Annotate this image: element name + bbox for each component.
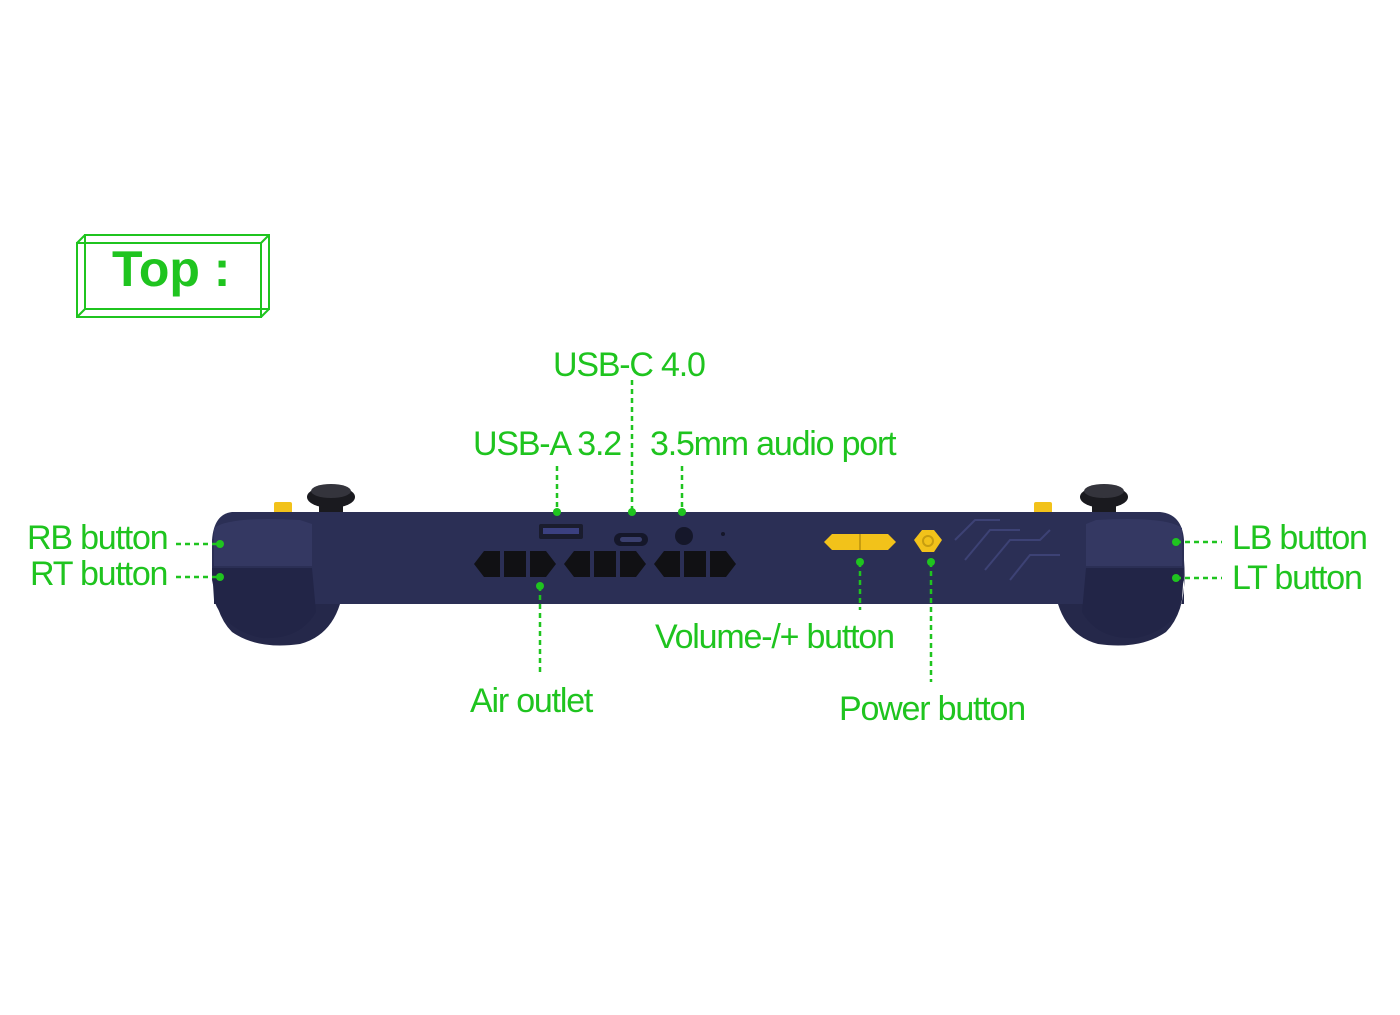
power-button-shape (914, 530, 942, 552)
lb-button-shape (1086, 519, 1182, 566)
volume-button-label: Volume-/+ button (655, 618, 895, 656)
lt-button-shape (1082, 568, 1184, 639)
lt-button-label: LT button (1232, 559, 1363, 597)
air-outlet-label: Air outlet (470, 682, 593, 720)
air-outlet-vents (474, 551, 736, 577)
usb-a-label: USB-A 3.2 (473, 425, 622, 463)
rt-button-label: RT button (30, 555, 168, 593)
rb-button-shape (214, 519, 312, 566)
lb-button-label: LB button (1232, 519, 1368, 557)
audio-port-label: 3.5mm audio port (650, 425, 897, 463)
console-illustration (212, 484, 1185, 646)
usb-c-label: USB-C 4.0 (553, 346, 706, 384)
page-title: Top : (112, 241, 231, 297)
rt-button-shape (212, 568, 316, 639)
power-button-label: Power button (839, 690, 1026, 728)
rb-button-label: RB button (27, 519, 169, 557)
audio-jack (675, 527, 693, 545)
